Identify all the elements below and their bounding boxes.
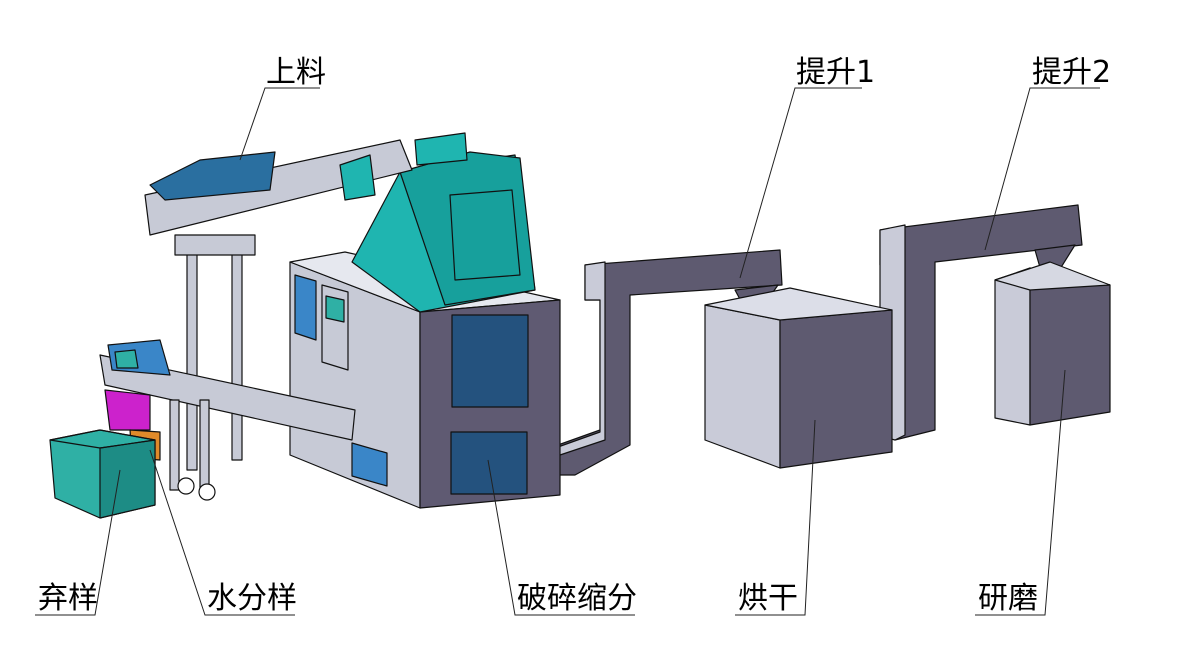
leader-lines <box>35 87 1100 616</box>
label-discard-sample: 弃样 <box>38 581 98 616</box>
crushing-dividing-machine <box>289 151 561 509</box>
discard-bin <box>49 429 156 519</box>
drying-unit <box>704 287 893 469</box>
upper-door <box>451 314 529 408</box>
label-grinding: 研磨 <box>978 581 1038 616</box>
grinding-unit <box>994 261 1111 426</box>
label-lift1: 提升1 <box>796 55 875 90</box>
label-feeding: 上料 <box>266 55 326 90</box>
feeding-conveyor <box>144 132 468 471</box>
label-crush-divide: 破碎缩分 <box>517 581 637 616</box>
label-moisture-sample: 水分样 <box>207 581 297 616</box>
sample-conveyor <box>99 339 356 501</box>
label-drying: 烘干 <box>738 581 798 616</box>
label-lift2: 提升2 <box>1032 55 1111 90</box>
